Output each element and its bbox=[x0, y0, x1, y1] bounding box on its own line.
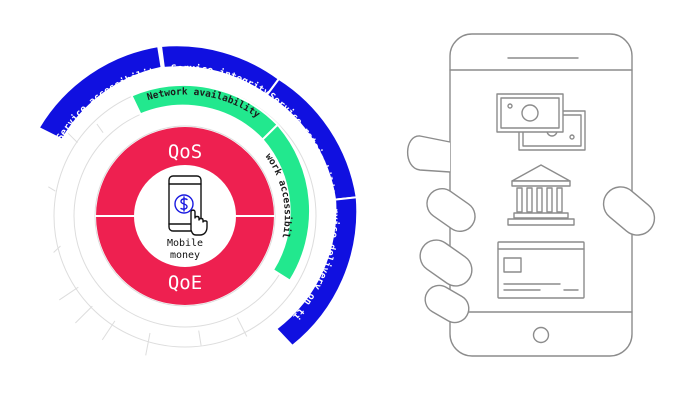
qoe-half bbox=[96, 216, 274, 305]
segment-service-accessibility bbox=[37, 44, 163, 142]
home-button bbox=[532, 326, 550, 344]
segment-service-delivery-on-time bbox=[274, 196, 359, 348]
hand-holding-phone-icon bbox=[407, 33, 656, 357]
center-label-line2: money bbox=[170, 250, 200, 261]
qoe-label: QoE bbox=[168, 272, 202, 294]
finger-3 bbox=[424, 284, 470, 324]
network-segments bbox=[130, 83, 312, 283]
phone-tap-payment-icon bbox=[168, 175, 208, 236]
credit-card-icon bbox=[497, 241, 585, 299]
finger-2 bbox=[419, 239, 473, 287]
qos-half bbox=[96, 127, 274, 216]
center-label-line1: Mobile bbox=[167, 238, 203, 249]
service-segments bbox=[37, 44, 359, 348]
bank-building-icon bbox=[507, 164, 575, 226]
qos-qoe-ring: QoS QoE bbox=[95, 127, 275, 305]
banknotes-icon bbox=[496, 93, 586, 151]
segment-network-accessibility bbox=[261, 123, 312, 283]
qos-label: QoS bbox=[168, 141, 202, 163]
finger-1 bbox=[426, 187, 476, 233]
thumb bbox=[407, 135, 451, 173]
palm-edge bbox=[602, 186, 656, 236]
